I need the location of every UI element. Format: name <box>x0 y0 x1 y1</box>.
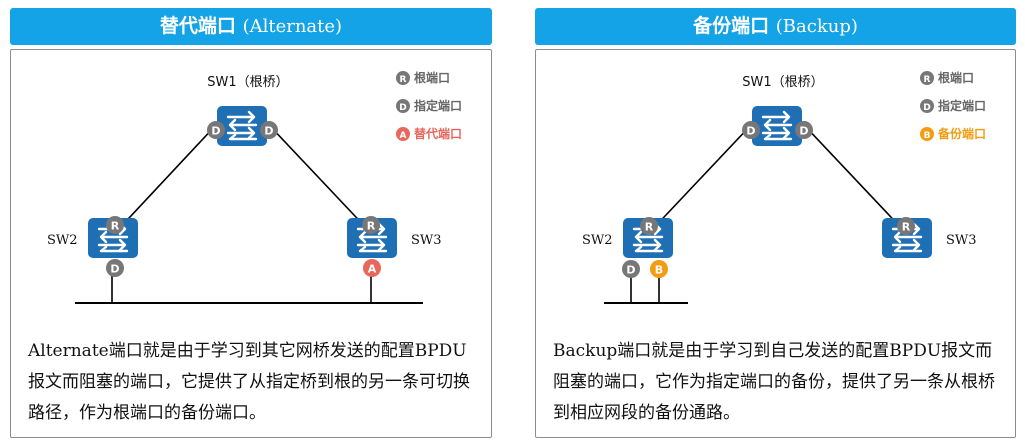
sw1-designated-port-left: D <box>207 121 225 139</box>
svg-text:D: D <box>746 125 755 138</box>
sw2-backup-port: B <box>650 260 668 278</box>
backup-port-panel: 备份端口 (Backup) SW1（根桥） SW2 SW3 D <box>535 8 1016 438</box>
backup-title: 备份端口 <box>693 15 770 37</box>
legend-root-port: R 根端口 <box>396 70 450 85</box>
sw2-designated-port: D <box>106 259 124 277</box>
link-sw1-sw2 <box>648 124 752 234</box>
svg-text:B: B <box>655 264 663 277</box>
sw3-label: SW3 <box>411 233 442 248</box>
backup-description: Backup端口就是由于学习到自己发送的配置BPDU报文而阻塞的端口，它作为指定… <box>553 341 995 423</box>
sw1-label: SW1（根桥） <box>742 75 823 90</box>
backup-panel-header: 备份端口 (Backup) <box>535 8 1016 45</box>
alternate-port-panel: 替代端口 (Alternate) SW1（根桥） SW2 SW3 D <box>10 8 492 438</box>
legend-alternate-port: A 替代端口 <box>396 126 462 141</box>
backup-diagram-box: SW1（根桥） SW2 SW3 D D R D B <box>535 49 1016 438</box>
svg-text:D: D <box>626 264 635 277</box>
sw1-switch-icon <box>750 104 804 148</box>
svg-text:指定端口: 指定端口 <box>414 98 462 113</box>
svg-text:D: D <box>211 125 220 138</box>
link-sw1-sw3 <box>803 124 907 234</box>
svg-text:替代端口: 替代端口 <box>414 126 462 141</box>
svg-text:备份端口: 备份端口 <box>937 126 986 141</box>
svg-text:D: D <box>923 103 930 113</box>
sw2-root-port: R <box>106 216 124 234</box>
sw1-designated-port-left: D <box>742 121 760 139</box>
legend-designated-port: D 指定端口 <box>920 98 986 113</box>
svg-text:R: R <box>367 220 376 233</box>
svg-text:R: R <box>924 75 931 85</box>
svg-text:根端口: 根端口 <box>938 70 974 85</box>
backup-topology-diagram: SW1（根桥） SW2 SW3 D D R D B <box>582 70 986 304</box>
link-sw1-sw3 <box>268 124 372 234</box>
sw2-label: SW2 <box>582 233 613 248</box>
sw2-designated-port: D <box>622 260 640 278</box>
svg-text:D: D <box>264 125 273 138</box>
svg-text:A: A <box>400 131 407 141</box>
sw3-root-port: R <box>897 217 915 235</box>
backup-subtitle: (Backup) <box>775 16 858 37</box>
alternate-topology-diagram: SW1（根桥） SW2 SW3 D D R D R <box>47 70 462 304</box>
svg-text:R: R <box>902 221 911 234</box>
svg-text:R: R <box>400 75 407 85</box>
svg-text:R: R <box>645 221 654 234</box>
sw3-alternate-port: A <box>363 259 381 277</box>
sw1-designated-port-right: D <box>260 121 278 139</box>
alternate-diagram-box: SW1（根桥） SW2 SW3 D D R D R <box>10 49 492 438</box>
svg-text:根端口: 根端口 <box>414 70 450 85</box>
sw1-label: SW1（根桥） <box>207 75 288 90</box>
sw2-label: SW2 <box>47 233 78 248</box>
sw2-root-port: R <box>640 217 658 235</box>
svg-text:D: D <box>399 103 406 113</box>
svg-text:指定端口: 指定端口 <box>938 98 986 113</box>
alternate-title: 替代端口 <box>159 15 236 37</box>
legend-backup-port: B 备份端口 <box>920 126 986 141</box>
legend-root-port: R 根端口 <box>920 70 974 85</box>
alternate-subtitle: (Alternate) <box>242 16 343 37</box>
link-sw1-sw2 <box>114 124 217 234</box>
svg-text:D: D <box>799 125 808 138</box>
svg-text:D: D <box>110 263 119 276</box>
svg-text:B: B <box>924 131 931 141</box>
sw1-designated-port-right: D <box>795 121 813 139</box>
alternate-description: Alternate端口就是由于学习到其它网桥发送的配置BPDU报文而阻塞的端口，… <box>28 341 470 423</box>
sw3-root-port: R <box>362 216 380 234</box>
legend-designated-port: D 指定端口 <box>396 98 462 113</box>
sw3-label: SW3 <box>946 233 977 248</box>
svg-text:A: A <box>368 263 377 276</box>
alternate-panel-header: 替代端口 (Alternate) <box>10 8 492 45</box>
sw1-switch-icon <box>215 104 269 148</box>
svg-text:R: R <box>111 220 120 233</box>
